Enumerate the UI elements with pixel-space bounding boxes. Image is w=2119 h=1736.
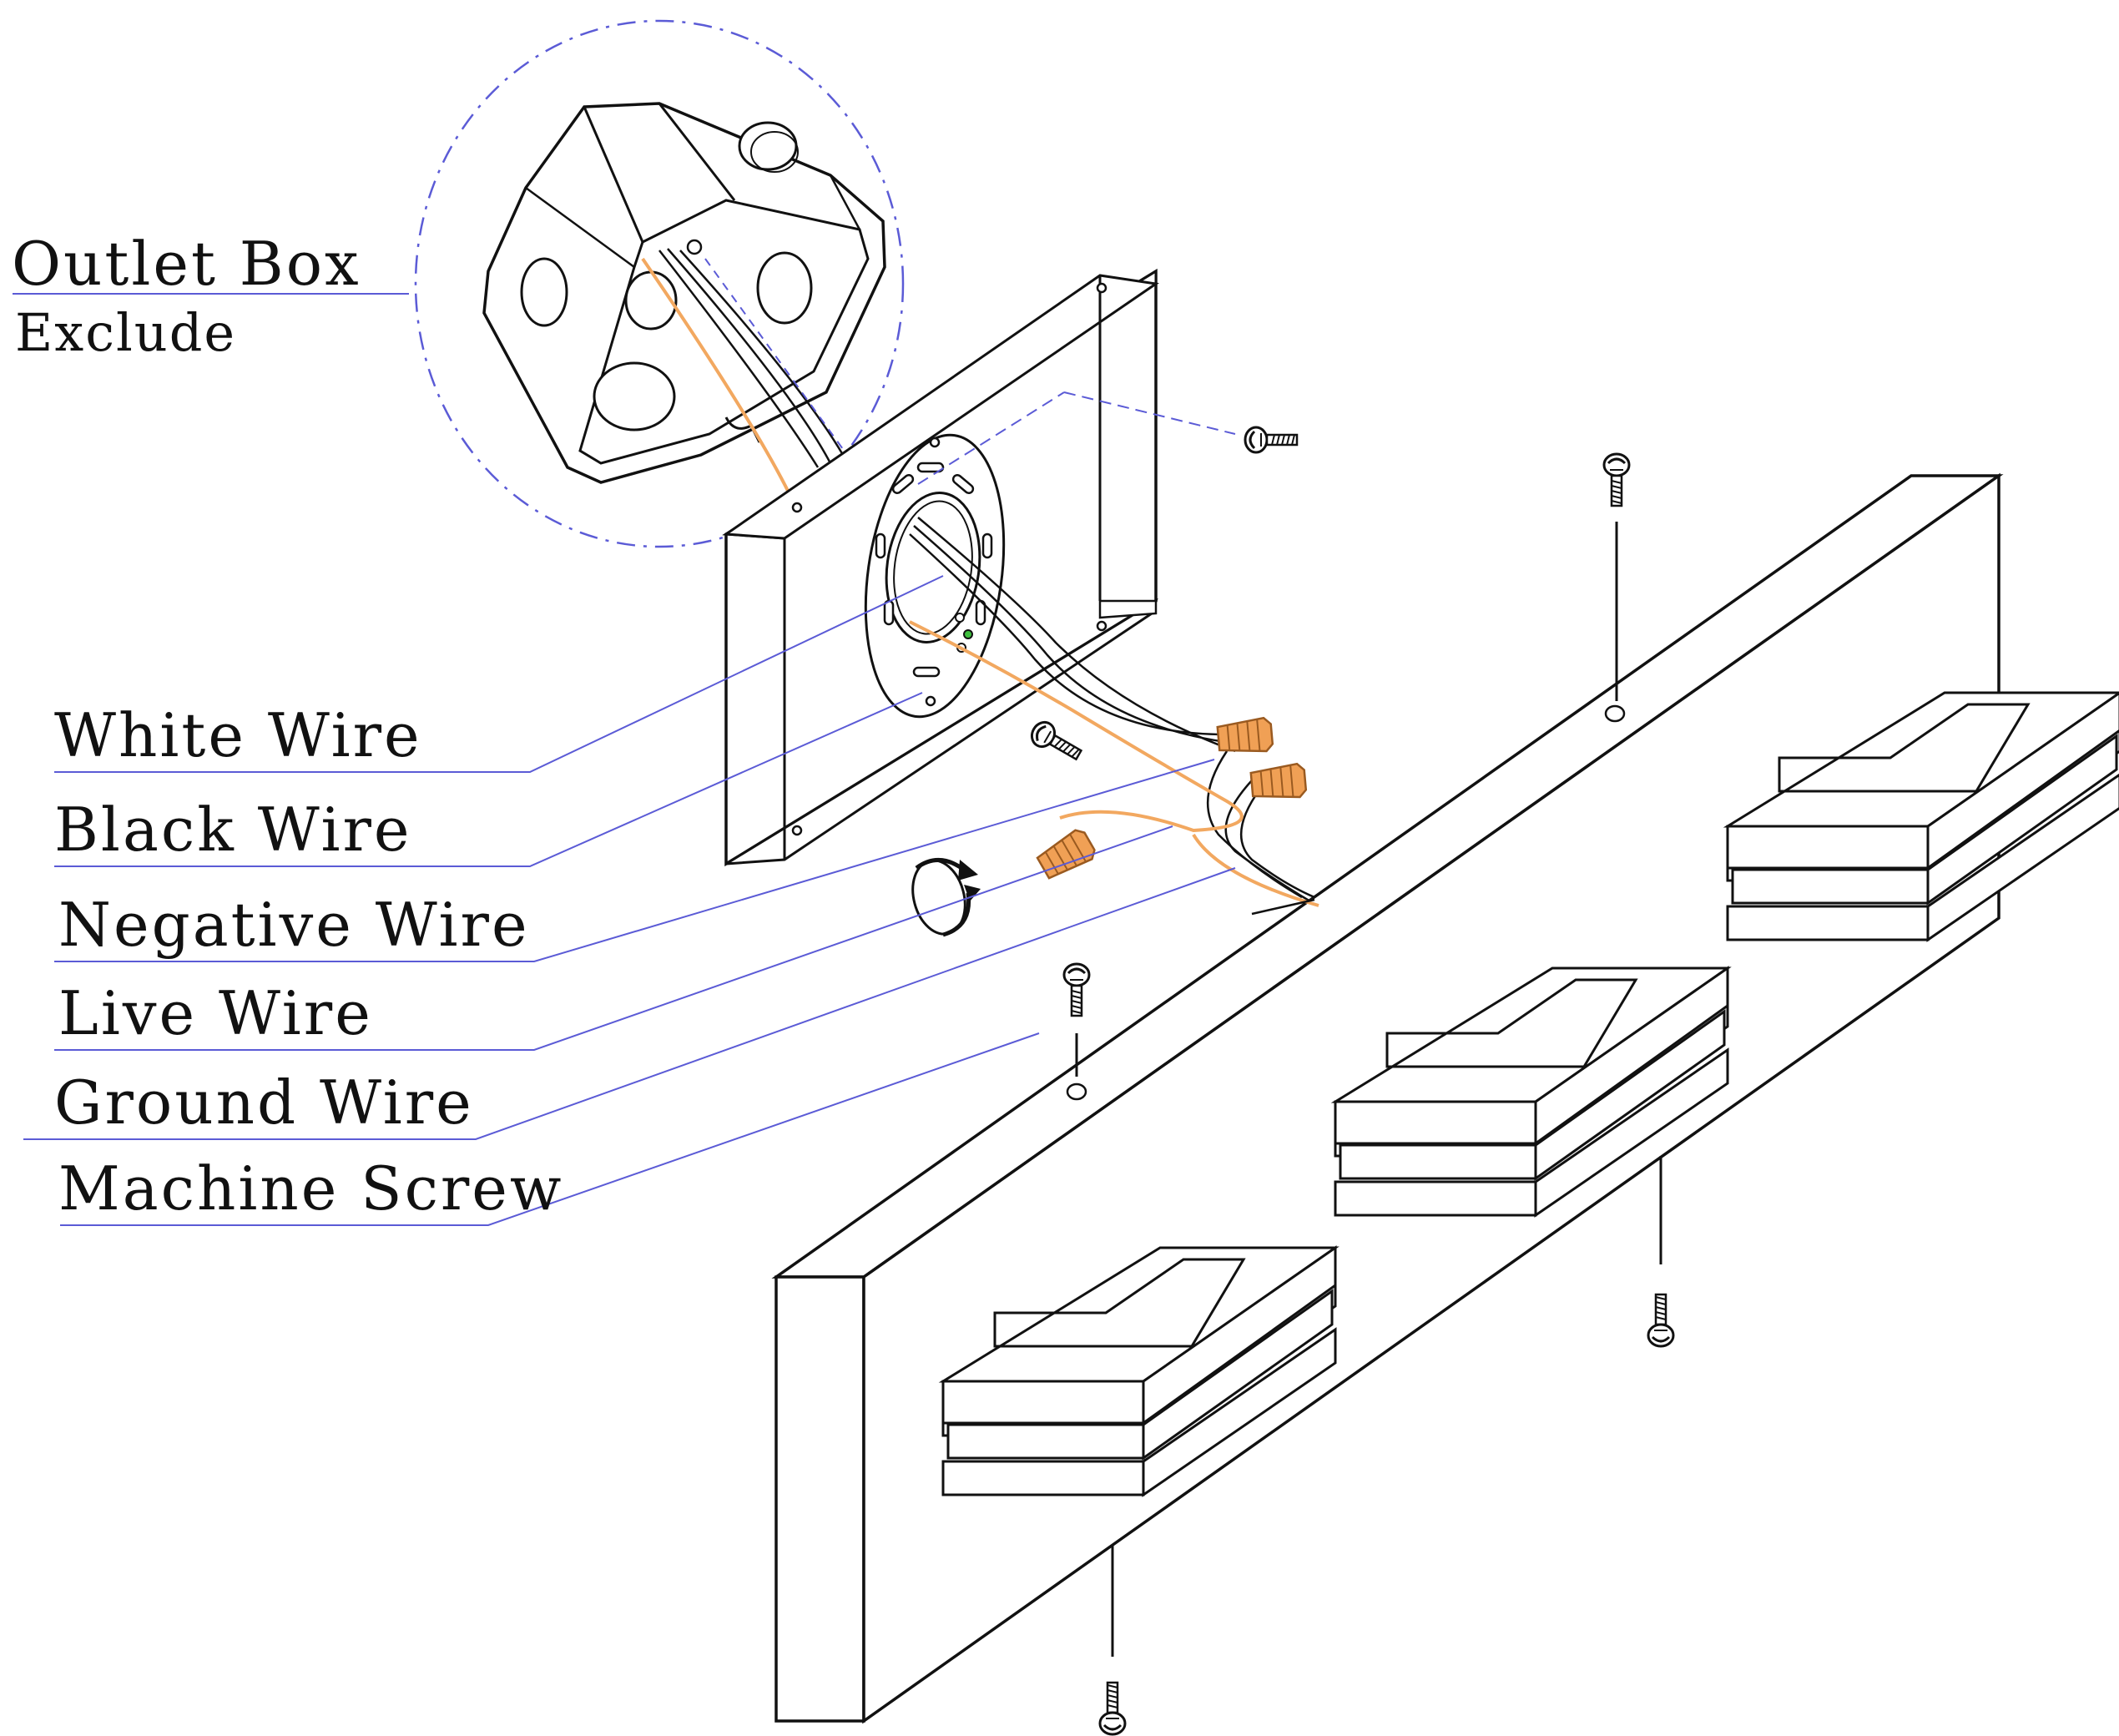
label-negative-wire: Negative Wire xyxy=(58,890,530,960)
bracket-screw-lower xyxy=(1026,717,1087,767)
machine-screw-top xyxy=(1602,452,1631,507)
wire-nut-1 xyxy=(1216,716,1274,757)
label-live-wire: Live Wire xyxy=(58,978,373,1048)
shade-screw-middle xyxy=(1647,1293,1675,1348)
bracket-screw-upper xyxy=(1244,426,1299,454)
label-outlet-box: Outlet Box xyxy=(12,229,361,299)
mounting-bracket xyxy=(722,268,1159,867)
label-ground-wire: Ground Wire xyxy=(54,1067,474,1138)
machine-screw-mid xyxy=(1062,962,1091,1017)
label-exclude: Exclude xyxy=(15,302,237,363)
wire-nut-2 xyxy=(1249,762,1308,803)
supply-wires xyxy=(641,248,848,493)
fixture-wires xyxy=(909,517,1319,916)
outlet-box xyxy=(414,19,905,548)
label-black-wire: Black Wire xyxy=(54,795,412,865)
ground-screw-icon xyxy=(963,629,973,639)
shade-screw-left xyxy=(1098,1681,1127,1736)
twist-arrow-icon xyxy=(911,858,981,937)
label-white-wire: White Wire xyxy=(54,700,422,770)
wire-nut-3 xyxy=(1033,825,1099,884)
label-machine-screw: Machine Screw xyxy=(58,1153,564,1224)
leader-lines xyxy=(13,293,1236,1226)
